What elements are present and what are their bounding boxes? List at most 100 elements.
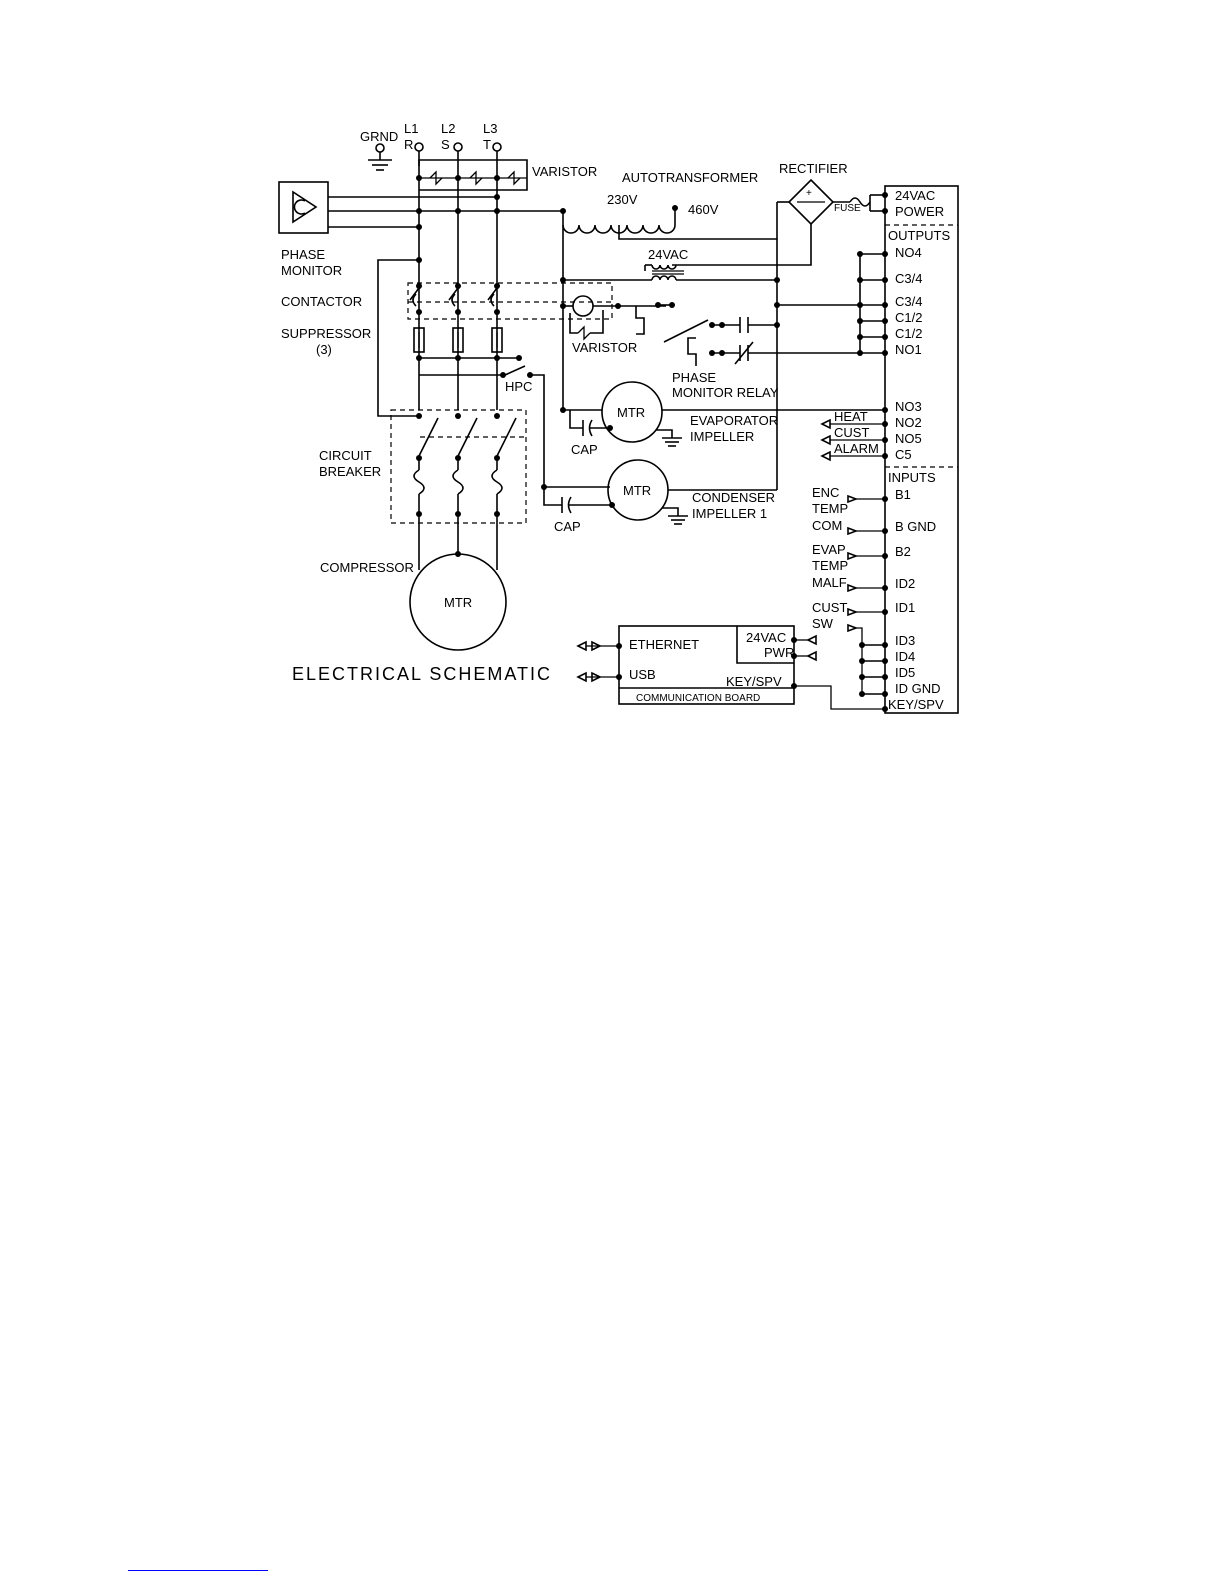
terminal-no5: NO5 — [895, 431, 922, 446]
communication-board: ETHERNET USB 24VAC PWR KEY/SPV COMMUNICA… — [576, 625, 888, 712]
terminal-c12a: C1/2 — [895, 310, 922, 325]
phase-relay-label-2: MONITOR RELAY — [672, 385, 779, 400]
alarm-signal-label: ALARM — [834, 441, 879, 456]
usb-port-icon — [576, 671, 602, 683]
cond-label-2: IMPELLER 1 — [692, 506, 767, 521]
compressor: COMPRESSOR MTR ELECTRICAL SCHEMATIC — [292, 551, 552, 684]
varistor-top-label: VARISTOR — [532, 164, 597, 179]
cust-sw-label-2: SW — [812, 616, 834, 631]
hpc-switch: HPC — [419, 365, 610, 490]
control-transformer: 24VAC — [560, 247, 860, 490]
condenser-motor: MTR CAP CONDENSER IMPELLER 1 — [543, 459, 777, 534]
evap-label-2: IMPELLER — [690, 429, 754, 444]
autotransformer: AUTOTRANSFORMER 230V 460V — [562, 170, 778, 410]
circuit-breaker: CIRCUIT BREAKER — [319, 375, 527, 570]
ground-terminal — [375, 143, 385, 153]
comm-pwr-label-1: 24VAC — [746, 630, 786, 645]
terminal-id2: ID2 — [895, 576, 915, 591]
fuse-symbol — [849, 197, 871, 207]
temp-label-1: TEMP — [812, 501, 848, 516]
l2-label: L2 — [441, 121, 455, 136]
rectifier-label: RECTIFIER — [779, 161, 848, 176]
cust-signal-label: CUST — [834, 425, 869, 440]
ground-label: GRND — [360, 129, 398, 144]
s-label: S — [441, 137, 450, 152]
l3-terminal — [492, 142, 502, 152]
varistor-mid-label: VARISTOR — [572, 340, 637, 355]
cond-label-1: CONDENSER — [692, 490, 775, 505]
svg-text:+: + — [806, 188, 812, 199]
terminal-no2: NO2 — [895, 415, 922, 430]
cond-cap-label: CAP — [554, 519, 581, 534]
output-signals: HEAT CUST ALARM — [820, 409, 885, 462]
monitor-label: MONITOR — [281, 263, 342, 278]
phase-relay-label-1: PHASE — [672, 370, 716, 385]
terminal-keyspv: KEY/SPV — [888, 697, 944, 712]
evap-cap-label: CAP — [571, 442, 598, 457]
evap-label-1: EVAPORATOR — [690, 413, 778, 428]
phase-monitor: PHASE MONITOR CONTACTOR SUPPRESSOR (3) — [278, 181, 371, 357]
varistor-top-symbols — [419, 170, 527, 186]
comm-keyspv-label: KEY/SPV — [726, 674, 782, 689]
comm-board-name: COMMUNICATION BOARD — [636, 693, 760, 704]
fuse-label: FUSE — [834, 203, 861, 214]
r-label: R — [404, 137, 413, 152]
suppressor-count-label: (3) — [316, 342, 332, 357]
terminal-c34a: C3/4 — [895, 271, 922, 286]
malf-label: MALF — [812, 575, 847, 590]
contactor-poles — [409, 287, 498, 307]
terminal-idgnd: ID GND — [895, 681, 941, 696]
ethernet-port-icon — [576, 640, 602, 652]
outputs-label: OUTPUTS — [888, 228, 950, 243]
breaker-label: BREAKER — [319, 464, 381, 479]
terminal-b2: B2 — [895, 544, 911, 559]
terminal-id3: ID3 — [895, 633, 915, 648]
suppressors — [413, 327, 522, 361]
inputs-label: INPUTS — [888, 470, 936, 485]
l3-label: L3 — [483, 121, 497, 136]
terminal-id1: ID1 — [895, 600, 915, 615]
terminal-no4: NO4 — [895, 245, 922, 260]
contactor: VARISTOR — [407, 282, 675, 355]
evap-label: EVAP — [812, 542, 846, 557]
enc-label: ENC — [812, 485, 839, 500]
ethernet-label: ETHERNET — [629, 637, 699, 652]
t-label: T — [483, 137, 491, 152]
usb-label: USB — [629, 667, 656, 682]
terminal-c5: C5 — [895, 447, 912, 462]
terminal-no1: NO1 — [895, 342, 922, 357]
hpc-label: HPC — [505, 379, 532, 394]
contactor-coil — [572, 295, 594, 317]
terminal-id4: ID4 — [895, 649, 915, 664]
com-label: COM — [812, 518, 842, 533]
l1-terminal — [414, 142, 424, 152]
schematic-title: ELECTRICAL SCHEMATIC — [292, 664, 552, 684]
input-signals: ENC TEMP COM EVAP TEMP MALF CUST SW — [812, 485, 888, 697]
suppressor-label: SUPPRESSOR — [281, 326, 371, 341]
phase-label: PHASE — [281, 247, 325, 262]
line-conductors: VARISTOR — [328, 151, 597, 417]
cond-mtr-label: MTR — [623, 483, 651, 498]
terminal-id5: ID5 — [895, 665, 915, 680]
controller-terminal-block: 24VAC POWER OUTPUTS NO4 C3/4 C3/4 C1/2 C… — [857, 185, 959, 714]
cust-sw-label-1: CUST — [812, 600, 847, 615]
power-label-1: 24VAC — [895, 188, 935, 203]
transformer-24vac-label: 24VAC — [648, 247, 688, 262]
temp-label-2: TEMP — [812, 558, 848, 573]
footer-rule — [128, 1570, 268, 1571]
evaporator-motor: MTR CAP EVAPORATOR IMPELLER — [560, 381, 885, 457]
comm-pwr-label-2: PWR — [764, 645, 794, 660]
terminal-c12b: C1/2 — [895, 326, 922, 341]
supply-terminals: GRND L1 R L2 S L3 T — [360, 121, 502, 171]
tap-230-label: 230V — [607, 192, 638, 207]
terminal-b1: B1 — [895, 487, 911, 502]
compressor-label: COMPRESSOR — [320, 560, 414, 575]
autotransformer-label: AUTOTRANSFORMER — [622, 170, 758, 185]
ground-symbol — [368, 152, 392, 171]
circuit-label: CIRCUIT — [319, 448, 372, 463]
phase-monitor-relay: PHASE MONITOR RELAY — [663, 317, 860, 400]
l1-label: L1 — [404, 121, 418, 136]
rectifier: RECTIFIER + FUSE — [672, 161, 888, 266]
contactor-label: CONTACTOR — [281, 294, 362, 309]
